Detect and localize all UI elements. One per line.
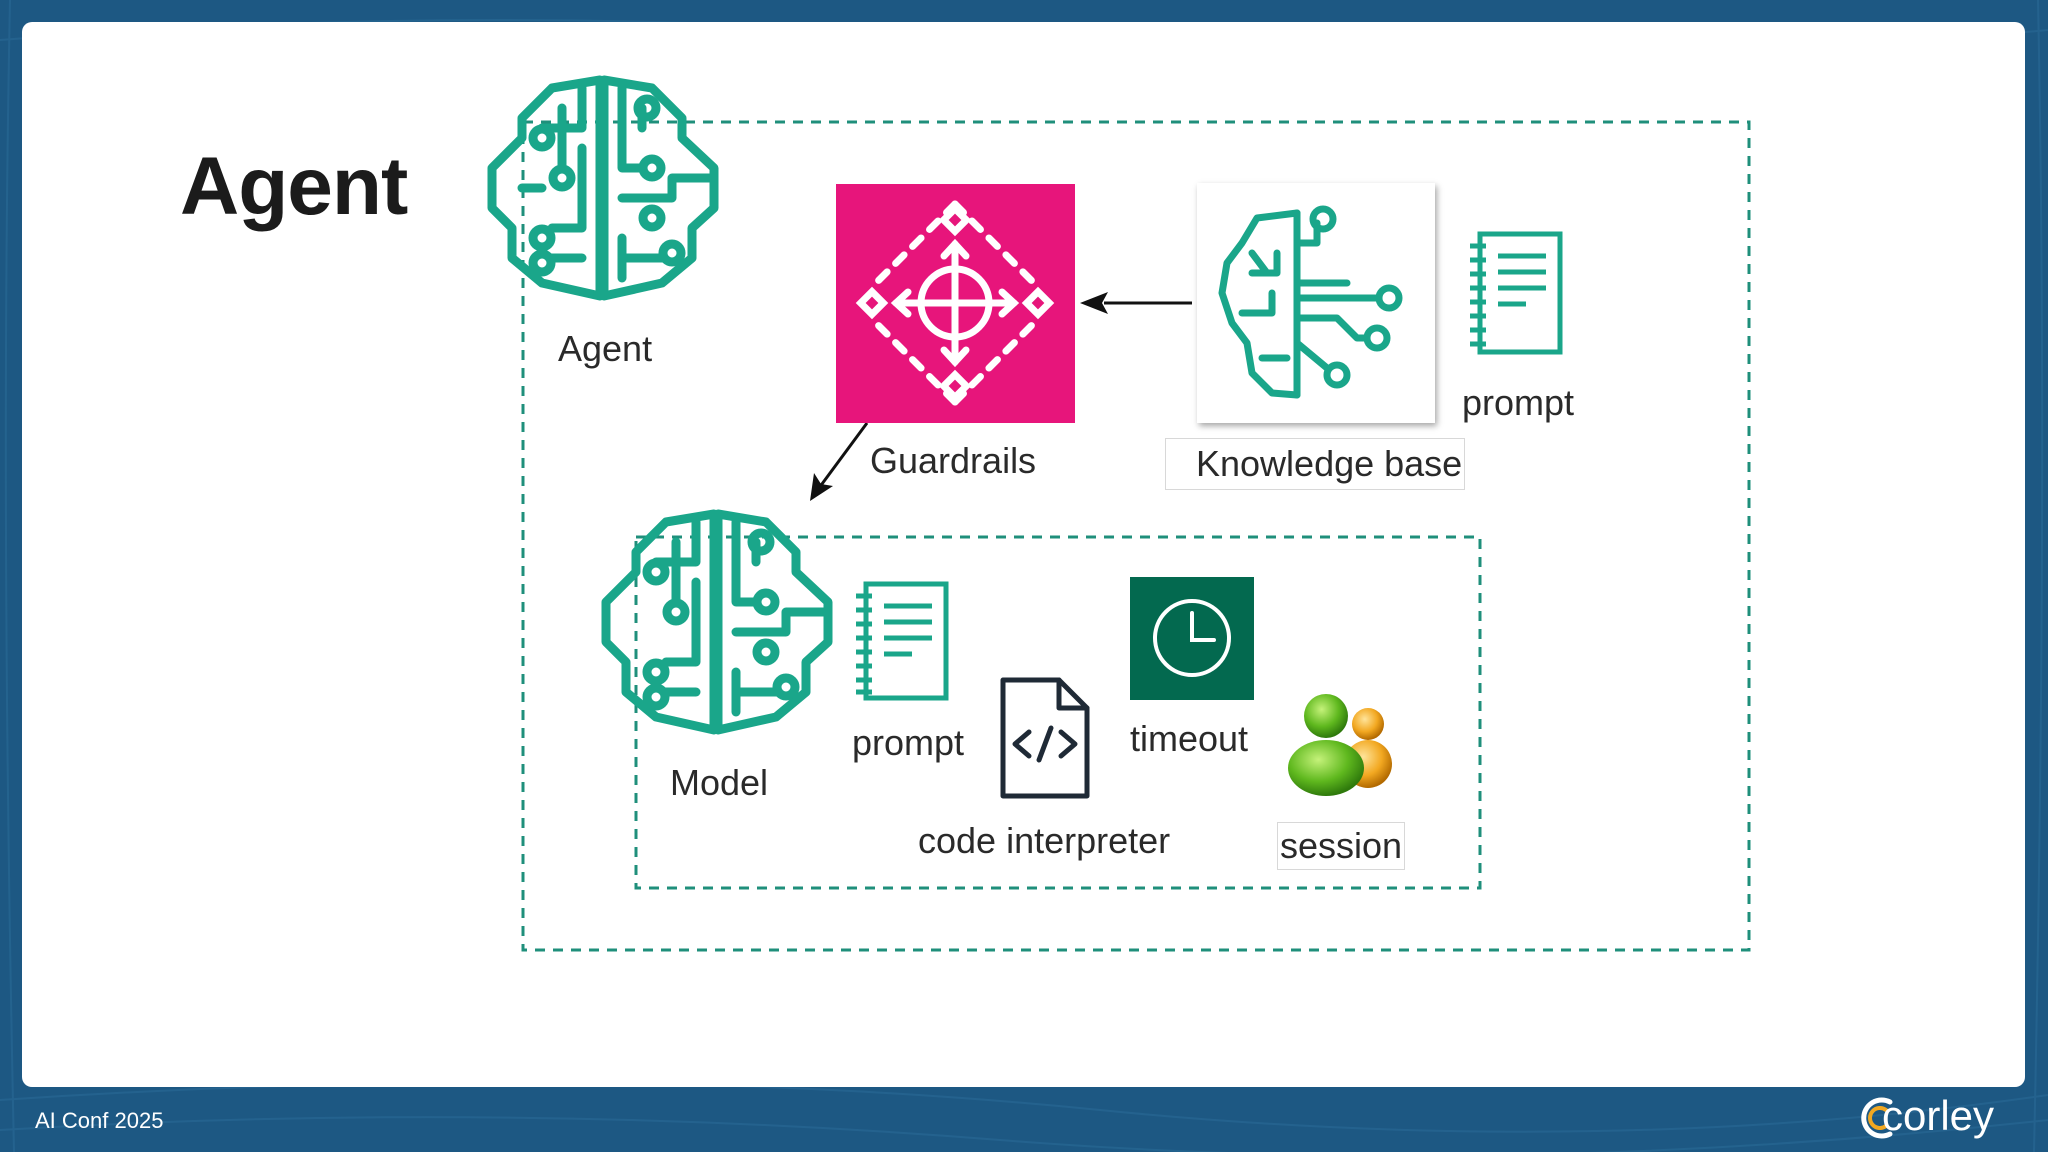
model-label: Model [670, 762, 769, 803]
agent-brain-icon [487, 75, 719, 301]
model-prompt-label: prompt [852, 722, 965, 763]
diagram-canvas [521, 120, 1751, 952]
arrow-guardrails-to-model [810, 422, 869, 501]
session-label: session [1277, 822, 1406, 870]
knowledge-base-icon [1218, 205, 1403, 399]
timeout-label: timeout [1130, 718, 1249, 759]
corley-logo-icon [1861, 1097, 1893, 1139]
guardrails-node [836, 184, 1075, 423]
code-file-icon [1000, 677, 1090, 799]
slide: Agent [22, 22, 2025, 1087]
agent-container [521, 120, 1751, 952]
clock-icon [1153, 599, 1231, 677]
users-icon [1288, 694, 1392, 796]
agent-label: Agent [558, 328, 653, 369]
guardrails-icon [855, 200, 1055, 406]
guardrails-label: Guardrails [870, 440, 1037, 481]
slide-title: Agent [180, 141, 408, 232]
kb-prompt-notepad-icon [1470, 231, 1563, 355]
kb-prompt-label: prompt [1462, 382, 1575, 423]
knowledge-base-node [1197, 183, 1435, 423]
model-brain-icon [601, 509, 833, 735]
footer-brand: corley [1882, 1092, 1995, 1139]
code-interpreter-label: code interpreter [918, 820, 1171, 861]
model-prompt-notepad-icon [856, 581, 949, 701]
arrow-kb-to-guardrails [1080, 292, 1192, 314]
knowledge-base-label: Knowledge base [1165, 438, 1466, 490]
footer-conference: AI Conf 2025 [35, 1108, 164, 1133]
model-container [634, 535, 1482, 890]
timeout-node [1130, 577, 1254, 700]
